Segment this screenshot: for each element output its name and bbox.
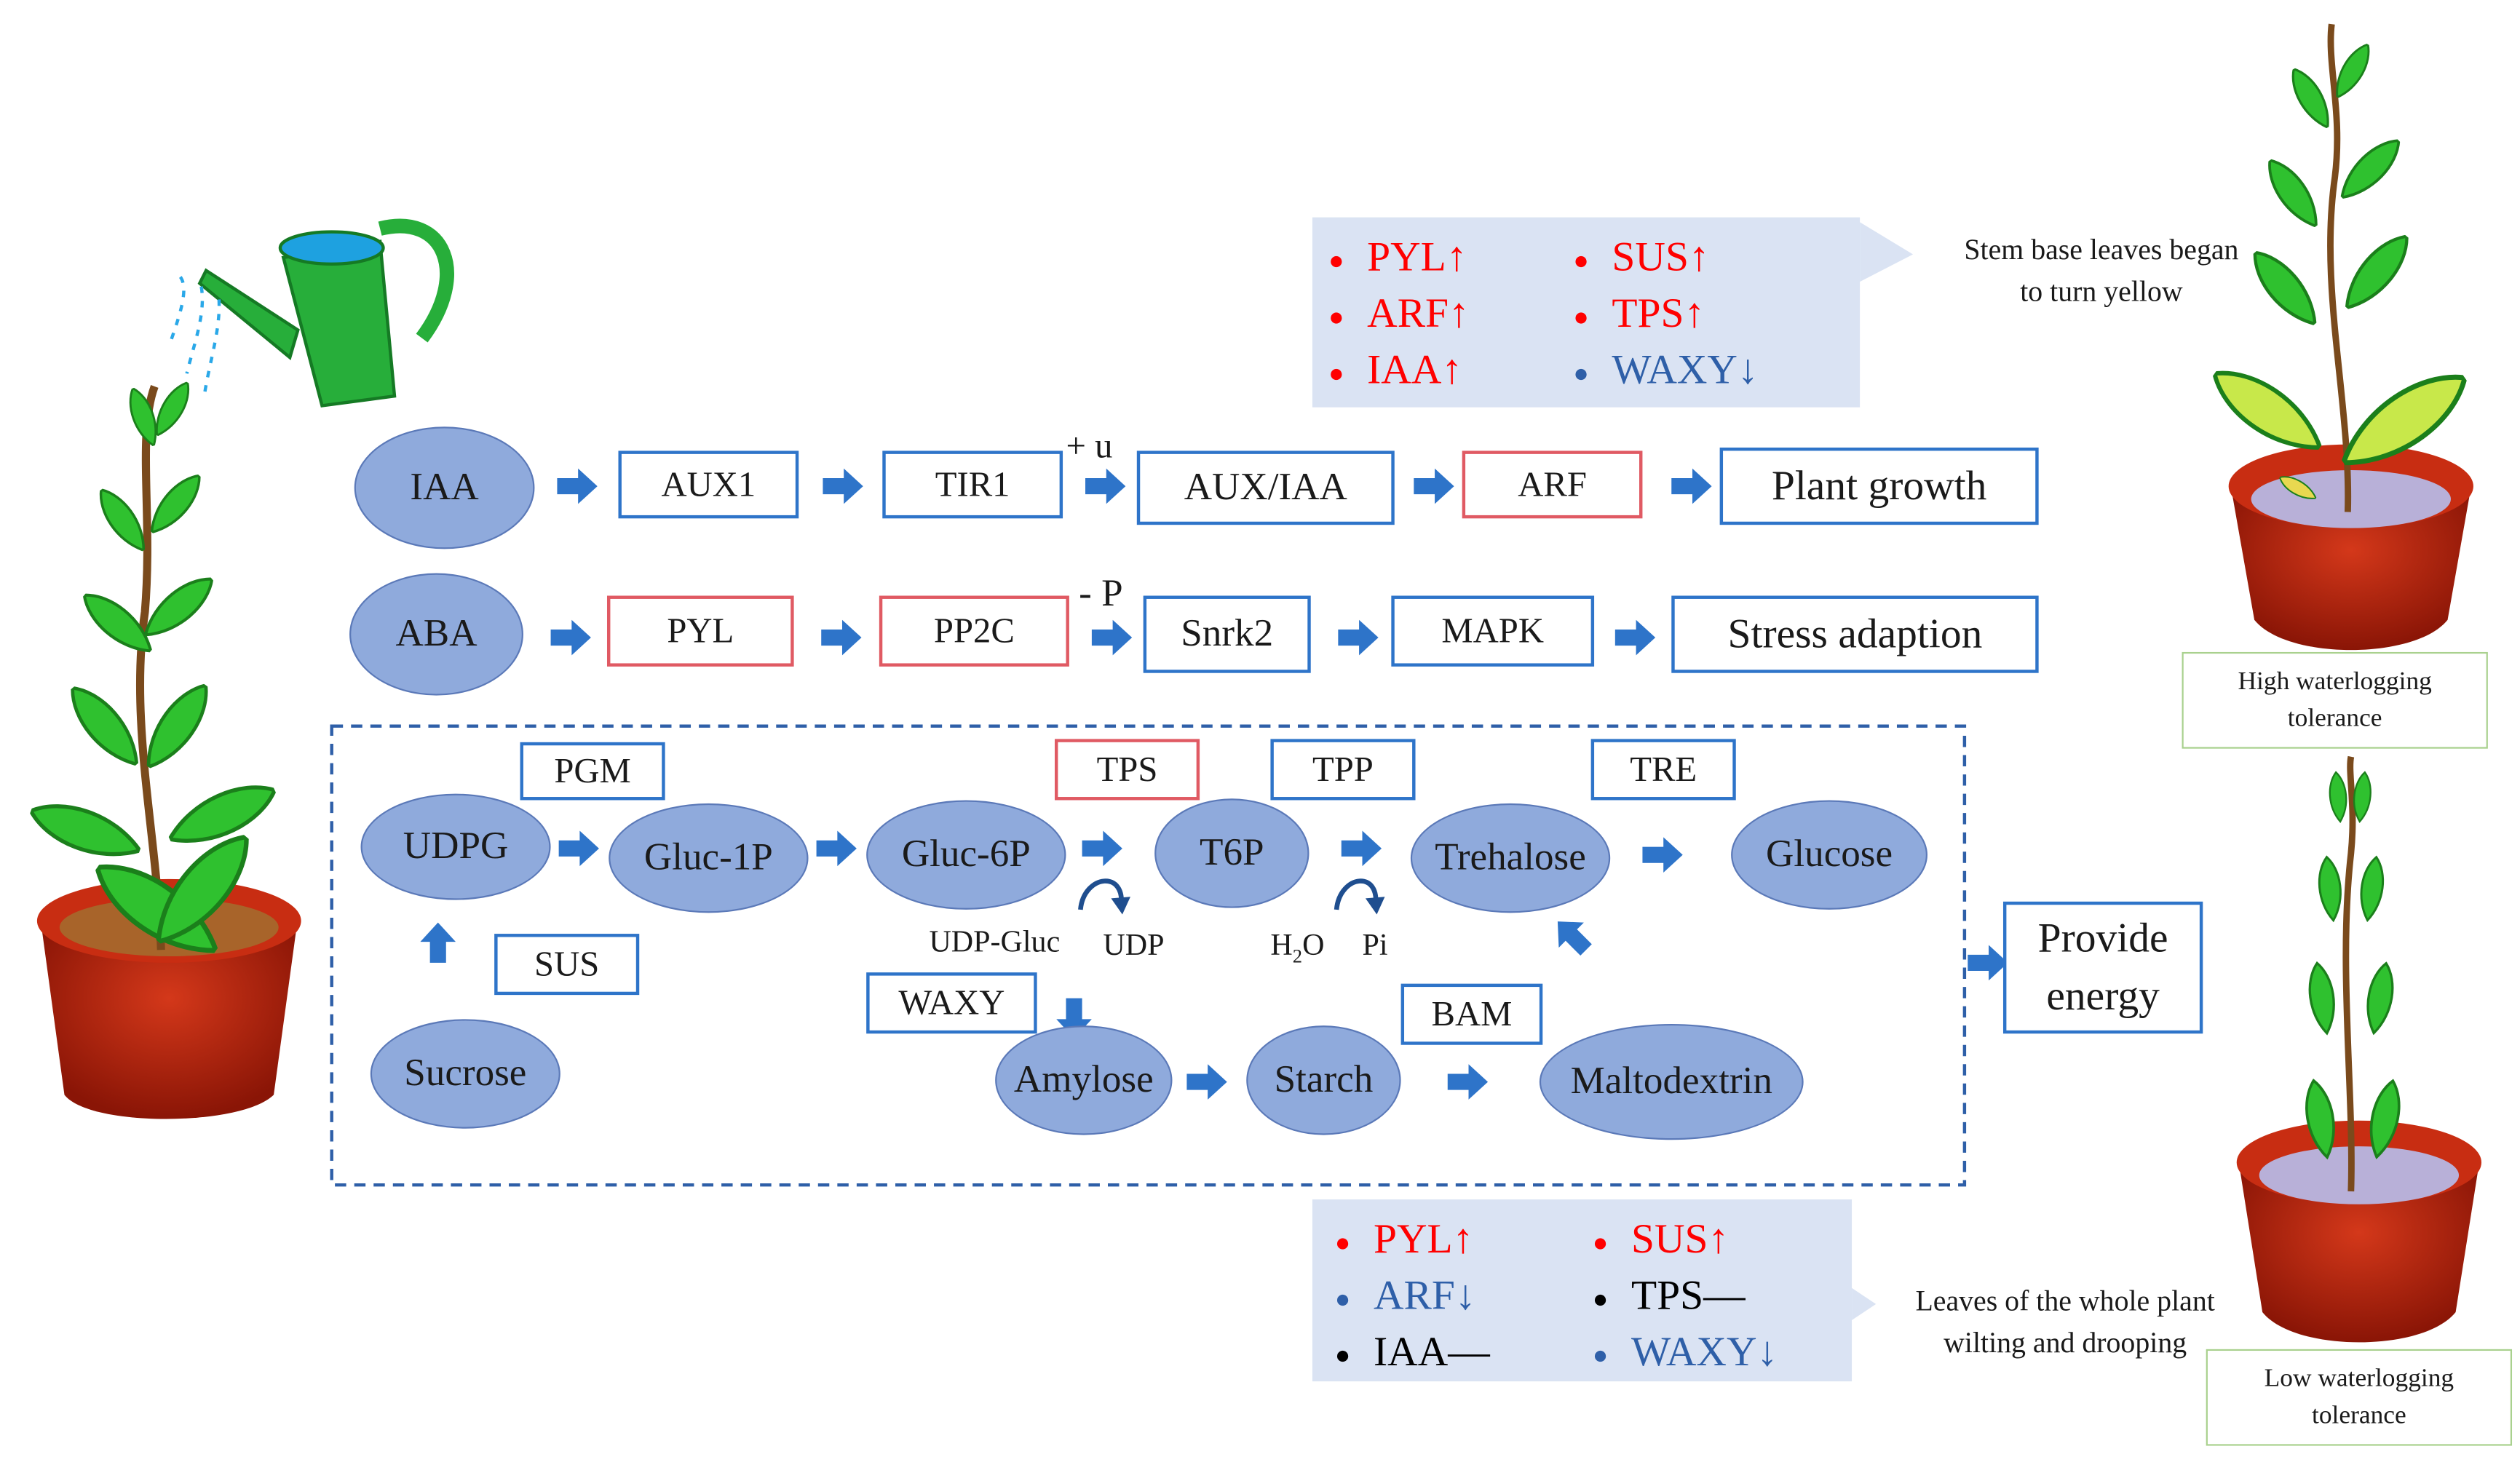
node-snrk2: Snrk2 <box>1143 595 1311 673</box>
flow-arrow <box>1341 830 1382 867</box>
flow-arrow <box>420 922 456 963</box>
callout-high-tolerance: ●PYL↑ ●ARF↑ ●IAA↑ ●SUS↑ ●TPS↑ ●WAXY↓ <box>1312 217 1861 408</box>
node-aux1: AUX1 <box>618 450 799 519</box>
flow-arrow <box>1414 468 1454 504</box>
flow-arrow <box>1091 619 1133 656</box>
plant-icon <box>2236 755 2481 1343</box>
metabolism-frame <box>330 724 1967 1187</box>
enzyme-tpp: TPP <box>1270 739 1416 801</box>
flow-arrow <box>1968 945 2008 981</box>
gene-change: IAA— <box>1374 1328 1490 1375</box>
node-sucrose: Sucrose <box>370 1019 560 1129</box>
flow-arrow <box>1186 1064 1227 1100</box>
flow-arrows <box>420 468 2008 1100</box>
flow-arrow <box>550 619 591 656</box>
node-t6p: T6P <box>1154 798 1309 908</box>
callout-low-col1: ●PYL↑ ●ARF↓ ●IAA— <box>1334 1215 1490 1375</box>
node-aux-iaa: AUX/IAA <box>1136 450 1395 525</box>
flow-arrow <box>557 468 598 504</box>
flow-arrow <box>821 619 862 656</box>
gene-change: PYL↑ <box>1367 233 1467 280</box>
callout-low-tolerance: ●PYL↑ ●ARF↓ ●IAA— ●SUS↑ ●TPS— ●WAXY↓ <box>1312 1199 1853 1382</box>
node-iaa: IAA <box>354 426 535 549</box>
node-mapk: MAPK <box>1391 595 1595 667</box>
flow-arrow <box>1557 921 1592 956</box>
outcome-plant-growth: Plant growth <box>1719 447 2039 525</box>
enzyme-tre: TRE <box>1590 739 1736 801</box>
gene-change: TPS↑ <box>1612 290 1705 337</box>
node-arf: ARF <box>1462 450 1643 519</box>
gene-change: IAA↑ <box>1367 346 1463 393</box>
enzyme-sus: SUS <box>494 934 640 996</box>
flow-arrow <box>1671 468 1712 504</box>
flow-arrow <box>1338 619 1379 656</box>
callout-pointer-low <box>1852 1287 1877 1321</box>
label-ubiquitination: + u <box>1066 425 1113 466</box>
node-maltodextrin: Maltodextrin <box>1539 1023 1804 1140</box>
label-phosphorylation: - P <box>1079 573 1123 616</box>
flow-arrow <box>1447 1064 1489 1100</box>
callout-high-col2: ●SUS↑ ●TPS↑ ●WAXY↓ <box>1573 233 1759 393</box>
node-udpg: UDPG <box>360 793 551 900</box>
callout-high-col1: ●PYL↑ ●ARF↑ ●IAA↑ <box>1328 233 1470 393</box>
curved-arrow-pi <box>1334 878 1379 910</box>
node-aba: ABA <box>349 573 523 696</box>
node-pp2c: PP2C <box>879 595 1069 667</box>
node-amylose: Amylose <box>995 1025 1173 1135</box>
flow-arrow <box>1085 468 1126 504</box>
plant-icon <box>25 376 301 1119</box>
node-trehalose: Trehalose <box>1410 803 1611 913</box>
enzyme-tps: TPS <box>1054 739 1200 801</box>
enzyme-waxy: WAXY <box>866 972 1037 1034</box>
gene-change: ARF↓ <box>1374 1271 1476 1319</box>
node-gluc-1p: Gluc-1P <box>609 803 809 913</box>
label-h2o: H2O <box>1270 929 1325 968</box>
enzyme-bam: BAM <box>1400 983 1543 1045</box>
curved-arrow-udp <box>1078 878 1124 910</box>
gene-change: TPS— <box>1631 1271 1746 1319</box>
label-udp-gluc: UDP-Gluc <box>929 926 1061 960</box>
watering-can-icon <box>167 218 454 408</box>
gene-change: WAXY↓ <box>1631 1328 1778 1375</box>
flow-arrow <box>816 830 857 867</box>
flow-arrow <box>1642 837 1683 873</box>
flow-arrow <box>558 830 599 867</box>
gene-change: WAXY↓ <box>1612 346 1759 393</box>
node-starch: Starch <box>1246 1025 1401 1135</box>
flow-arrow <box>1082 830 1122 867</box>
outcome-provide-energy: Provide energy <box>2002 901 2203 1034</box>
node-glucose: Glucose <box>1731 800 1928 910</box>
gene-change: PYL↑ <box>1374 1215 1474 1263</box>
callout-low-col2: ●SUS↑ ●TPS— ●WAXY↓ <box>1592 1215 1778 1375</box>
flow-arrow <box>823 468 863 504</box>
plant-icon <box>2203 23 2479 651</box>
label-udp: UDP <box>1103 929 1165 963</box>
phenotype-note-low: Leaves of the whole plant wilting and dr… <box>1915 1285 2215 1359</box>
node-tir1: TIR1 <box>882 450 1063 519</box>
gene-change: SUS↑ <box>1612 233 1710 280</box>
label-pi: Pi <box>1362 929 1388 963</box>
node-pyl: PYL <box>606 595 794 667</box>
callout-pointer-high <box>1860 222 1914 282</box>
gene-change: ARF↑ <box>1367 290 1470 337</box>
gene-change: SUS↑ <box>1631 1215 1729 1263</box>
phenotype-note-high: Stem base leaves began to turn yellow <box>1964 233 2239 308</box>
enzyme-pgm: PGM <box>520 742 665 801</box>
node-gluc-6p: Gluc-6P <box>866 800 1066 910</box>
outcome-stress-adaption: Stress adaption <box>1671 595 2039 673</box>
flow-arrow <box>1614 619 1656 656</box>
